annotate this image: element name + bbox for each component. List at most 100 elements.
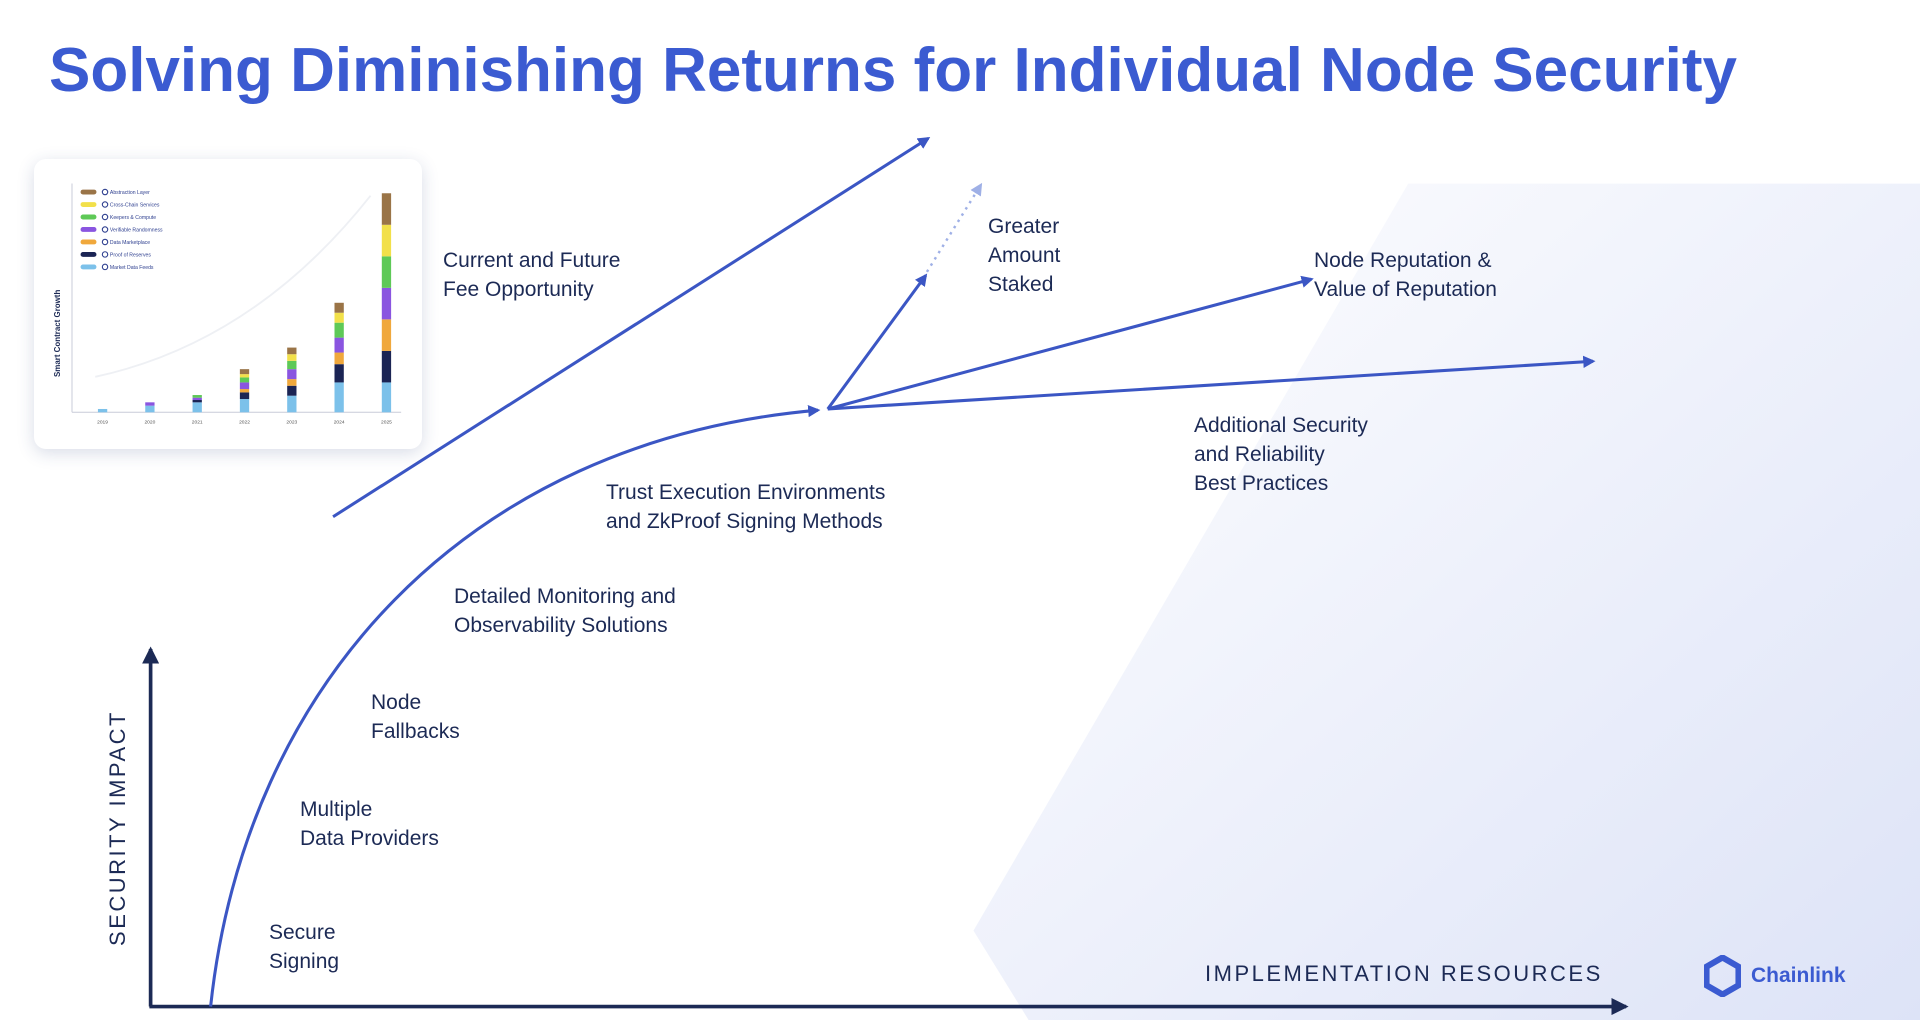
inset-legend-swatch bbox=[80, 239, 97, 245]
inset-bar-segment bbox=[287, 354, 297, 361]
inset-legend-swatch bbox=[80, 227, 97, 232]
label-line: Fee Opportunity bbox=[443, 278, 594, 301]
inset-bar-segment bbox=[287, 385, 297, 396]
inset-bar-segment bbox=[381, 256, 392, 288]
inset-bar-segment bbox=[334, 382, 344, 413]
inset-legend-label: Keepers & Compute bbox=[110, 215, 156, 221]
inset-bar-segment bbox=[192, 397, 202, 401]
reputation-arrow bbox=[827, 275, 1314, 411]
inset-bar-segment bbox=[97, 408, 108, 413]
inset-legend-radio-icon bbox=[101, 263, 109, 271]
inset-legend-label: Market Data Feeds bbox=[110, 265, 154, 271]
inset-bar-segment bbox=[192, 400, 202, 403]
staked-dotted-arrow bbox=[925, 182, 983, 273]
x-axis-label: IMPLEMENTATION RESOURCES bbox=[1205, 961, 1603, 986]
inset-bar-segment bbox=[287, 347, 297, 355]
background-hexagon bbox=[973, 183, 1920, 1020]
inset-legend-radio-icon bbox=[101, 251, 109, 258]
inset-bar-segment bbox=[239, 374, 250, 378]
inset-y-axis-label: Smart Contract Growth bbox=[53, 290, 62, 377]
inset-bar-segment bbox=[239, 377, 250, 383]
chainlink-hexagon-icon bbox=[1704, 955, 1741, 997]
fee-opportunity-arrow bbox=[332, 137, 931, 519]
label-line: Node Reputation & bbox=[1314, 249, 1492, 272]
label-line: Node bbox=[371, 691, 422, 714]
inset-bar-segment bbox=[334, 302, 344, 313]
inset-trend-curve bbox=[95, 195, 372, 378]
label-line: Greater bbox=[988, 215, 1060, 238]
inset-bar-segment bbox=[145, 402, 155, 406]
inset-bar-segment bbox=[287, 395, 297, 413]
inset-legend-radio-icon bbox=[101, 201, 109, 208]
diminishing-returns-curve bbox=[209, 404, 821, 1007]
inset-x-tick-label: 2020 bbox=[144, 419, 155, 425]
inset-bar-segment bbox=[381, 382, 392, 413]
inset-bar-segment bbox=[381, 224, 392, 257]
inset-x-tick-label: 2025 bbox=[381, 419, 392, 425]
inset-legend-swatch bbox=[80, 189, 97, 195]
inset-legend-swatch bbox=[80, 214, 97, 220]
inset-legend-swatch bbox=[80, 251, 97, 257]
inset-x-tick-label: 2021 bbox=[192, 419, 203, 425]
staked-arrow bbox=[826, 273, 928, 410]
inset-legend-label: Abstraction Layer bbox=[110, 190, 150, 196]
smart-contract-growth-chart: Smart Contract Growth 2019 2020 2021 2022 202… bbox=[53, 183, 402, 425]
inset-bar-segment bbox=[381, 350, 392, 383]
chainlink-wordmark: Chainlink bbox=[1751, 964, 1846, 987]
smart-contract-growth-chart-card: Smart Contract Growth 2019 2020 2021 2022 202… bbox=[34, 159, 422, 449]
label-line: Current and Future bbox=[443, 249, 621, 272]
inset-x-tick-label: 2022 bbox=[239, 419, 250, 425]
label-line: Fallbacks bbox=[371, 720, 460, 743]
inset-bar-segment bbox=[239, 399, 250, 413]
inset-bar-segment bbox=[239, 392, 250, 400]
inset-bar-segment bbox=[287, 360, 297, 370]
label-line: Value of Reputation bbox=[1314, 278, 1497, 301]
inset-bar-segment bbox=[334, 312, 344, 323]
label-line: Detailed Monitoring and bbox=[454, 585, 676, 608]
label-node-reputation: Node Reputation & Value of Reputation bbox=[1314, 246, 1497, 304]
label-line: Multiple bbox=[300, 798, 373, 821]
label-line: Additional Security bbox=[1194, 414, 1368, 437]
inset-bar-segment bbox=[334, 322, 344, 338]
inset-x-tick-label: 2019 bbox=[97, 419, 108, 425]
inset-bar-segment bbox=[334, 364, 344, 383]
label-line: Signing bbox=[269, 950, 340, 973]
inset-bar-segment bbox=[239, 369, 250, 375]
slide-title: Solving Diminishing Returns for Individu… bbox=[49, 36, 1737, 105]
inset-bar-segment bbox=[381, 287, 392, 320]
inset-legend-radio-icon bbox=[101, 188, 109, 196]
label-line: Amount bbox=[988, 244, 1061, 267]
y-axis-label: SECURITY IMPACT bbox=[105, 710, 130, 946]
inset-bar-segment bbox=[381, 193, 392, 225]
inset-bar-segment bbox=[239, 389, 250, 393]
inset-legend-swatch bbox=[80, 202, 97, 207]
inset-bar-segment bbox=[287, 369, 297, 380]
inset-legend-swatch bbox=[80, 264, 97, 270]
inset-bar-segment bbox=[334, 337, 344, 353]
label-line: Best Practices bbox=[1194, 472, 1329, 495]
inset-legend-radio-icon bbox=[101, 213, 109, 221]
inset-bar-segment bbox=[334, 352, 344, 365]
inset-bar-segment bbox=[192, 395, 202, 398]
inset-legend-radio-icon bbox=[101, 226, 109, 233]
additional-security-arrow bbox=[827, 355, 1596, 411]
chainlink-logo: Chainlink bbox=[1704, 955, 1846, 997]
label-line: Data Providers bbox=[300, 827, 439, 850]
inset-bar-segment bbox=[239, 382, 250, 390]
inset-legend-radio-icon bbox=[101, 238, 109, 246]
label-line: Trust Execution Environments bbox=[606, 481, 886, 504]
label-line: Staked bbox=[988, 273, 1054, 296]
inset-bar-segment bbox=[287, 379, 297, 386]
inset-legend-label: Cross-Chain Services bbox=[110, 202, 160, 208]
label-line: Secure bbox=[269, 921, 336, 944]
